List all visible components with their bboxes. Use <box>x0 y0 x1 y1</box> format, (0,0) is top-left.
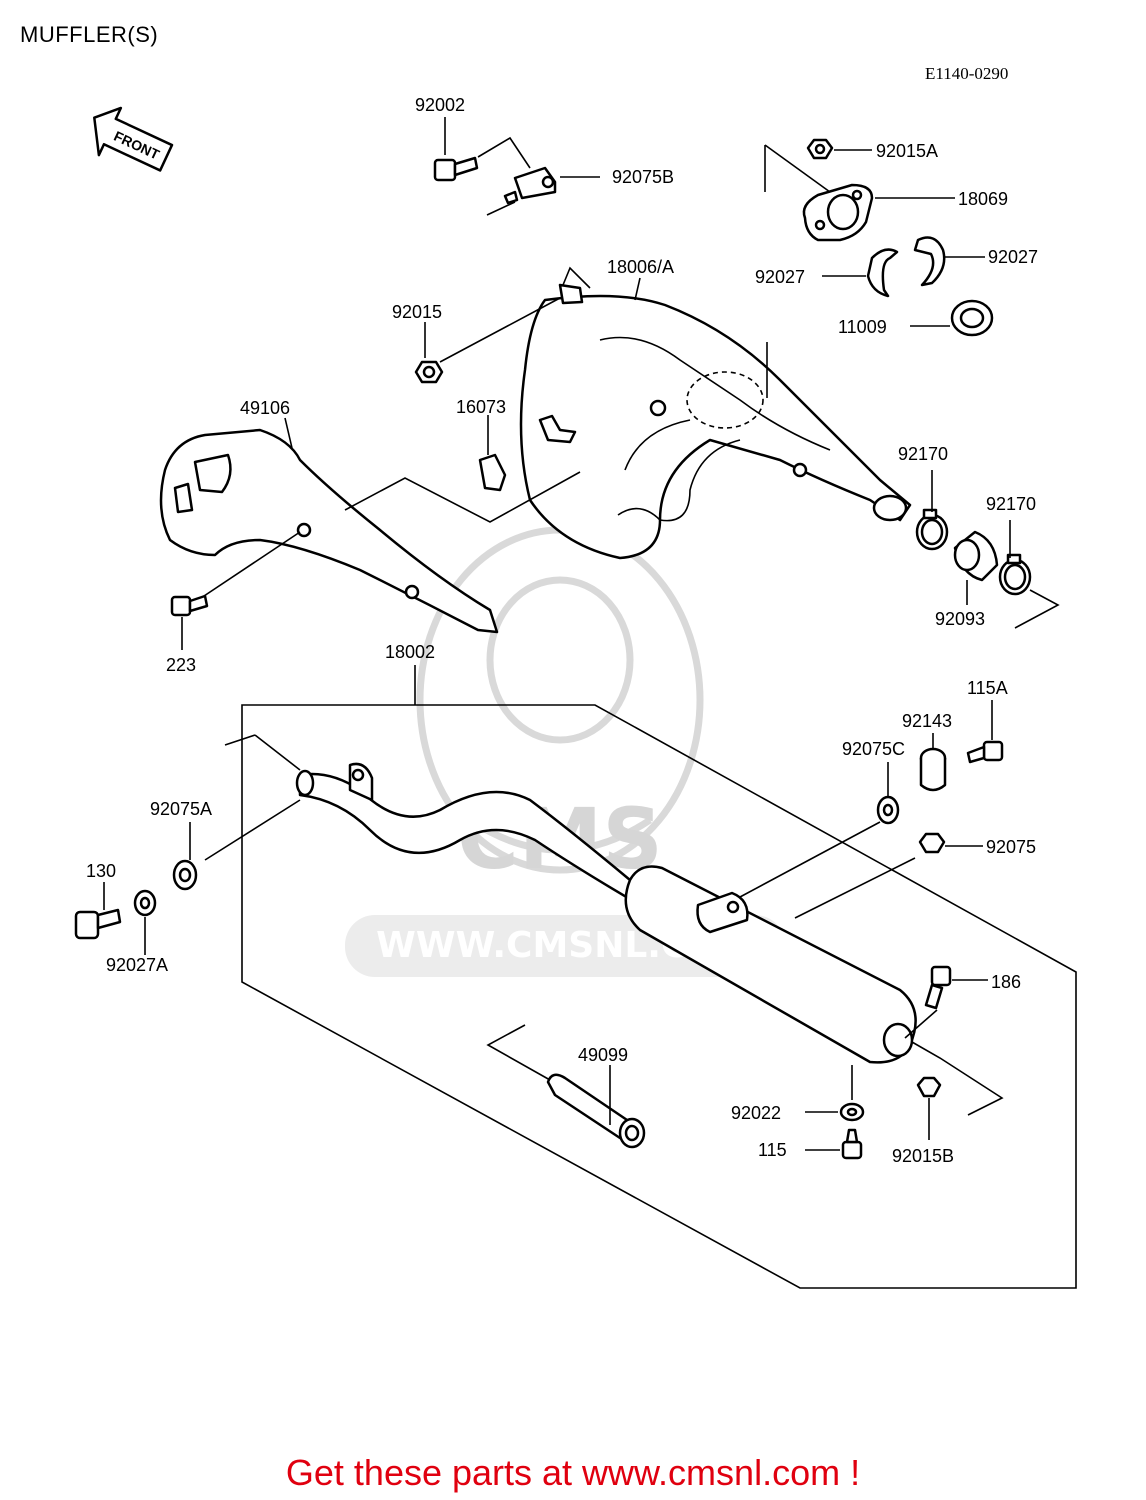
part-11009-ring[interactable] <box>950 299 994 337</box>
part-92015a-nut[interactable] <box>806 138 834 160</box>
label-115a: 115A <box>967 678 1008 698</box>
part-labels: 92002 92075B 92015A 18069 92027 92027 18… <box>86 95 1038 1166</box>
label-11009: 11009 <box>838 317 887 337</box>
label-18006a: 18006/A <box>607 257 674 277</box>
label-92093: 92093 <box>935 609 985 629</box>
label-49099: 49099 <box>578 1045 628 1065</box>
label-92170-upper: 92170 <box>898 444 948 464</box>
label-92002: 92002 <box>415 95 465 115</box>
assembly-outline <box>241 704 1077 1289</box>
label-92015b: 92015B <box>892 1146 954 1166</box>
label-49106: 49106 <box>240 398 290 418</box>
label-92075: 92075 <box>986 837 1036 857</box>
label-92027-right: 92027 <box>988 247 1038 267</box>
label-92015a: 92015A <box>876 141 938 161</box>
label-92022: 92022 <box>731 1103 781 1123</box>
part-92002-bolt[interactable] <box>433 156 479 182</box>
label-92027a: 92027A <box>106 955 168 975</box>
part-18006a-expansion-chamber[interactable] <box>519 283 912 560</box>
label-92015: 92015 <box>392 302 442 322</box>
part-92170-clamp-upper[interactable] <box>915 508 949 551</box>
part-16073-clip[interactable] <box>478 414 577 492</box>
part-92075c-grommet[interactable] <box>876 795 900 825</box>
part-223-bolt[interactable] <box>170 594 209 617</box>
part-130-bolt[interactable] <box>74 908 122 940</box>
label-115: 115 <box>758 1140 787 1160</box>
part-92075b-bracket[interactable] <box>503 166 557 205</box>
part-92027a-washer[interactable] <box>133 889 157 917</box>
part-18002-muffler[interactable] <box>295 762 917 1064</box>
label-16073: 16073 <box>456 397 506 417</box>
page-title: MUFFLER(S) <box>20 22 159 47</box>
label-92075a: 92075A <box>150 799 212 819</box>
part-92027-right-half[interactable] <box>913 236 946 287</box>
front-arrow-icon: FRONT <box>93 106 174 172</box>
part-92015-nut[interactable] <box>414 360 444 384</box>
part-49099-insert[interactable] <box>546 1073 646 1149</box>
part-115a-bolt[interactable] <box>966 740 1004 764</box>
part-115-bolt[interactable] <box>841 1128 863 1160</box>
part-92075-grommet[interactable] <box>918 832 946 854</box>
label-92170-lower: 92170 <box>986 494 1036 514</box>
label-130: 130 <box>86 861 116 881</box>
part-49106-heat-guard[interactable] <box>159 428 499 634</box>
part-92093-coupler[interactable] <box>953 530 999 582</box>
exploded-parts-diagram: CMS WWW.CMSNL.COM E1140-0290 FRONT <box>74 64 1077 1289</box>
label-18002: 18002 <box>385 642 435 662</box>
part-92015b-nut[interactable] <box>916 1076 942 1098</box>
label-92143: 92143 <box>902 711 952 731</box>
footer-link[interactable]: Get these parts at www.cmsnl.com ! <box>285 1452 861 1493</box>
label-92027-left: 92027 <box>755 267 805 287</box>
part-18069-flange[interactable] <box>802 183 874 242</box>
part-92027-left-half[interactable] <box>866 248 899 298</box>
label-18069: 18069 <box>958 189 1008 209</box>
part-92075a-grommet[interactable] <box>172 859 198 891</box>
diagram-code: E1140-0290 <box>925 64 1008 83</box>
part-92022-washer[interactable] <box>839 1102 865 1122</box>
label-92075c: 92075C <box>842 739 905 759</box>
label-92075b: 92075B <box>612 167 674 187</box>
part-186-bolt[interactable] <box>924 965 952 1010</box>
part-92143-collar[interactable] <box>919 747 947 792</box>
part-92170-clamp-lower[interactable] <box>998 553 1032 596</box>
label-223: 223 <box>166 655 196 675</box>
label-186: 186 <box>991 972 1021 992</box>
